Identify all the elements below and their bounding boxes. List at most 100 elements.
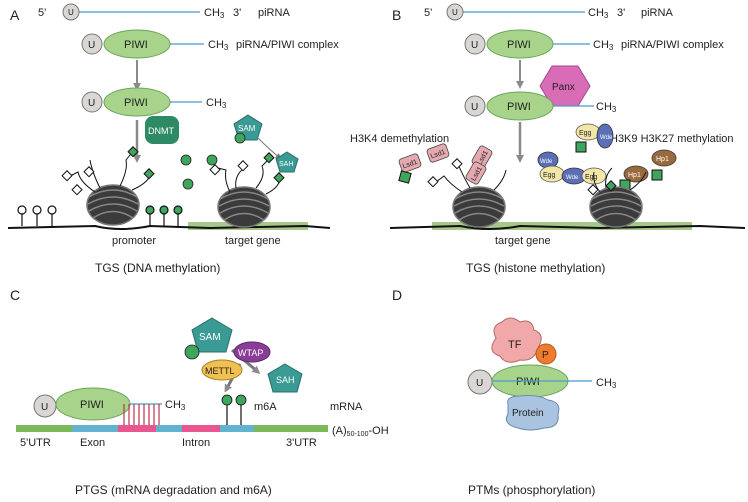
three-prime-label: 3' bbox=[233, 7, 241, 19]
sah-label: SAH bbox=[276, 375, 295, 385]
methyl-dot bbox=[206, 154, 218, 166]
promoter-label: promoter bbox=[112, 235, 156, 247]
conversion-arrow bbox=[257, 137, 282, 160]
methyl-dot bbox=[234, 132, 246, 144]
mettl-label: METTL bbox=[205, 366, 235, 376]
complex-label: piRNA/PIWI complex bbox=[621, 39, 724, 51]
three-prime-label: 3' bbox=[617, 7, 625, 19]
wtap-label: WTAP bbox=[238, 348, 263, 358]
mettl-protein bbox=[201, 359, 243, 381]
uridine-label: U bbox=[476, 378, 483, 389]
tf-protein bbox=[491, 317, 542, 363]
sah-label: SAH bbox=[279, 161, 293, 168]
uridine-circle bbox=[81, 33, 103, 55]
phosphate-label: P bbox=[542, 350, 549, 361]
methyl-label: CH3 bbox=[593, 39, 614, 52]
methyl-label: CH3 bbox=[204, 7, 225, 20]
svg-text:Hp1: Hp1 bbox=[628, 172, 641, 179]
uridine-label: U bbox=[88, 98, 95, 109]
svg-text:Egg: Egg bbox=[585, 174, 598, 181]
polya-tail: (A)50-100-OH bbox=[332, 425, 389, 438]
protein-blob bbox=[505, 395, 560, 431]
sah-molecule bbox=[275, 151, 299, 173]
target-gene-label: target gene bbox=[225, 235, 281, 247]
panel-a: A 5' U CH3 3' piRNA U PIWI CH3 piRNA/PIW… bbox=[7, 3, 339, 275]
pirna-label: piRNA bbox=[258, 7, 290, 19]
svg-text:Egg: Egg bbox=[543, 172, 556, 179]
dnmt-enzyme bbox=[145, 116, 179, 144]
piwi-label: PIWI bbox=[124, 97, 148, 109]
methyl-label: CH3 bbox=[588, 7, 609, 20]
methyl-dot bbox=[184, 344, 200, 360]
svg-text:Wde: Wde bbox=[540, 159, 553, 165]
unmethylated-cpg-sites bbox=[17, 205, 57, 226]
methylated-cpg-sites bbox=[145, 205, 183, 226]
nucleosome bbox=[427, 158, 507, 228]
exon-label: Exon bbox=[80, 437, 105, 449]
lsd1-complex: Lsd1 Lsd1 Lsd1 Lsd1 bbox=[398, 143, 493, 185]
nucleosome bbox=[587, 167, 647, 228]
svg-text:Wde: Wde bbox=[600, 135, 613, 141]
five-prime-label: 5' bbox=[424, 7, 432, 19]
sah-molecule bbox=[267, 363, 303, 393]
piwi-label: PIWI bbox=[507, 39, 531, 51]
protein-label: Protein bbox=[512, 408, 544, 419]
svg-text:Hp1: Hp1 bbox=[656, 156, 669, 163]
panel-c-caption: PTGS (mRNA degradation and m6A) bbox=[75, 483, 272, 497]
m6a-label: m6A bbox=[254, 401, 277, 413]
wtap-protein bbox=[233, 341, 271, 363]
nucleosome bbox=[209, 152, 285, 228]
m6a-marks bbox=[221, 394, 247, 425]
complex-label: piRNA/PIWI complex bbox=[236, 39, 339, 51]
panel-a-letter: A bbox=[10, 7, 20, 23]
five-prime-label: 5' bbox=[38, 7, 46, 19]
svg-text:Wde: Wde bbox=[566, 175, 579, 181]
target-gene-label: target gene bbox=[495, 235, 551, 247]
panel-d-letter: D bbox=[392, 287, 402, 303]
uridine-label: U bbox=[471, 40, 478, 51]
panel-d: D TF P U PIWI CH3 Protein PTMs (phosphor… bbox=[392, 287, 617, 497]
svg-text:Egg: Egg bbox=[579, 130, 592, 137]
utr5-label: 5'UTR bbox=[20, 437, 51, 449]
utr3-label: 3'UTR bbox=[286, 437, 317, 449]
piwi-label: PIWI bbox=[507, 101, 531, 113]
phosphate-group bbox=[535, 343, 557, 365]
panel-b: B 5' U CH3 3' piRNA U PIWI CH3 piRNA/PIW… bbox=[350, 3, 746, 275]
pirna-label: piRNA bbox=[641, 7, 673, 19]
target-gene-band bbox=[432, 222, 692, 230]
h3k4-label: H3K4 demethylation bbox=[350, 133, 449, 145]
panel-c: C SAM WTAP METTL SAH m6A U PIWI CH3 bbox=[10, 287, 389, 497]
svg-text:Lsd1: Lsd1 bbox=[402, 159, 419, 171]
dnmt-label: DNMT bbox=[148, 126, 174, 136]
piwi-label: PIWI bbox=[124, 39, 148, 51]
panel-d-caption: PTMs (phosphorylation) bbox=[468, 483, 595, 497]
mrna-label: mRNA bbox=[330, 401, 363, 413]
piwi-label: PIWI bbox=[516, 376, 540, 388]
base-pairing bbox=[123, 404, 160, 425]
piwi-label: PIWI bbox=[80, 399, 104, 411]
uridine-label: U bbox=[452, 8, 458, 17]
hp1-complex: Hp1 Hp1 bbox=[619, 149, 677, 191]
tf-label: TF bbox=[508, 339, 522, 351]
methyl-label: CH3 bbox=[208, 39, 229, 52]
uridine-label: U bbox=[88, 40, 95, 51]
methyl-label: CH3 bbox=[596, 101, 617, 114]
panel-c-letter: C bbox=[10, 287, 20, 303]
sam-label: SAM bbox=[199, 332, 221, 343]
mrna-bar bbox=[16, 425, 328, 432]
sam-label: SAM bbox=[238, 124, 256, 133]
svg-text:Lsd1: Lsd1 bbox=[430, 149, 447, 161]
egg-wde-complex: Egg Wde Wde Egg Wde Egg bbox=[537, 123, 614, 185]
nucleosome bbox=[61, 146, 155, 226]
uridine-label: U bbox=[68, 8, 74, 17]
methyl-dot bbox=[182, 178, 194, 190]
intron-label: Intron bbox=[182, 437, 210, 449]
dna-strand bbox=[389, 224, 746, 230]
sam-molecule bbox=[191, 317, 233, 353]
uridine-label: U bbox=[471, 102, 478, 113]
uridine-label: U bbox=[41, 402, 48, 413]
methyl-dot bbox=[180, 154, 192, 166]
methyl-label: CH3 bbox=[596, 377, 617, 390]
h3k9-label: H3K9 H3K27 methylation bbox=[610, 133, 734, 145]
